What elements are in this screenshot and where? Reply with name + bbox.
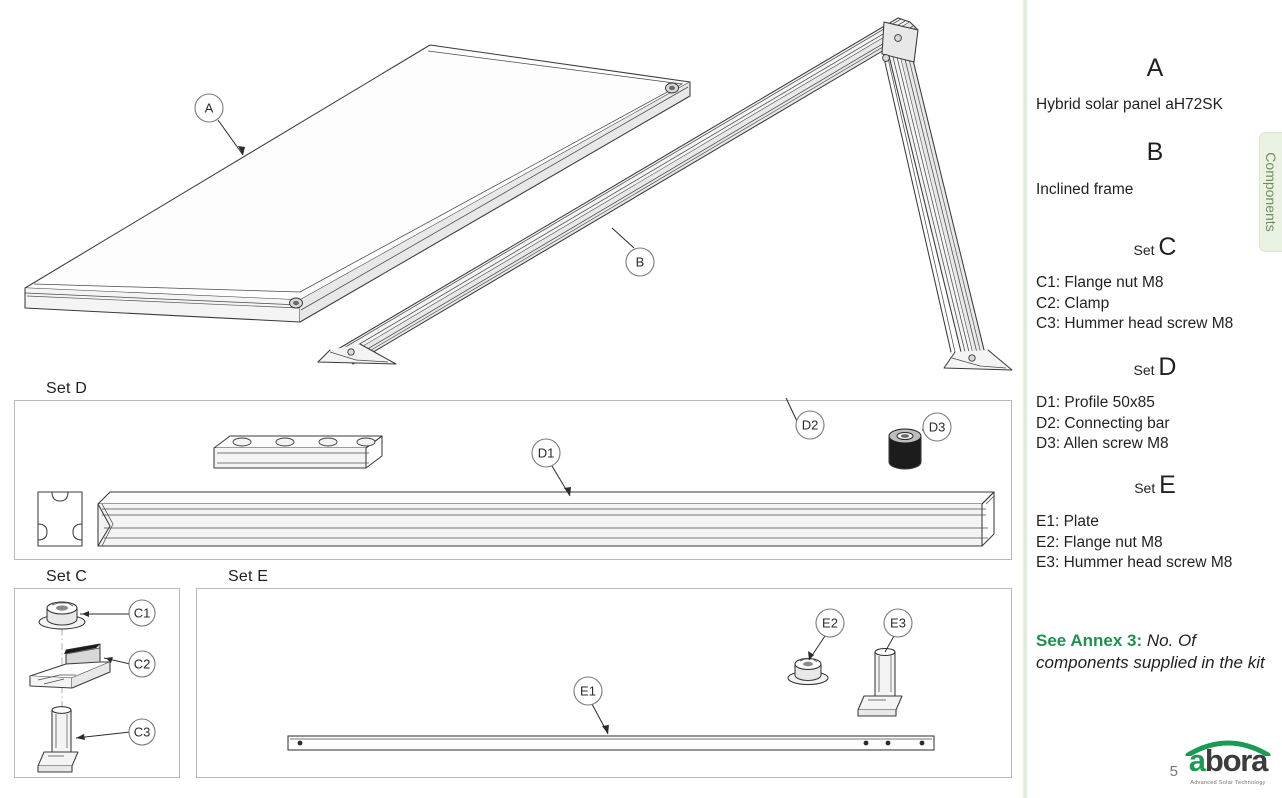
- abora-logo: abora Advanced Solar Technology: [1180, 736, 1276, 790]
- callout-d3: D3: [921, 412, 952, 442]
- callout-e3-text: E3: [890, 616, 906, 631]
- annex-note-rest: No. Of components supplied in the kit: [1036, 631, 1265, 672]
- legend-group-e-set-prefix: Set: [1134, 480, 1160, 496]
- connecting-bar-d2: [213, 435, 383, 469]
- annex-note: See Annex 3: No. Of components supplied …: [1036, 630, 1274, 674]
- legend-group-a-title: A: [1028, 56, 1282, 81]
- logo-word-rest: bora: [1204, 743, 1269, 778]
- legend-item: E2: Flange nut M8: [1036, 533, 1163, 551]
- callout-d3-text: D3: [929, 420, 946, 435]
- callout-d2-text: D2: [802, 418, 819, 433]
- page-number: 5: [1169, 763, 1178, 780]
- profile-d1: [97, 491, 995, 547]
- legend-group-d-letter: D: [1158, 353, 1177, 381]
- logo-tagline: Advanced Solar Technology: [1190, 780, 1266, 786]
- set-d-drawing: D1 D2 D3: [37, 397, 995, 547]
- callout-e1-text: E1: [580, 684, 596, 699]
- set-c-drawing: C1 C2 C3: [29, 599, 156, 773]
- callout-a-text: A: [205, 101, 214, 116]
- callout-c3-text: C3: [134, 725, 151, 740]
- legend-group-e-title: Set E: [1028, 473, 1282, 498]
- legend-item: D3: Allen screw M8: [1036, 435, 1169, 453]
- callout-b: B: [611, 227, 655, 277]
- callout-e3: E3: [883, 608, 913, 653]
- inclined-frame-b: [317, 17, 1013, 371]
- legend-group-c-title: Set C: [1028, 235, 1282, 260]
- legend-group-b-items: Inclined frame: [1036, 180, 1282, 201]
- callout-e2-text: E2: [822, 616, 838, 631]
- set-e-drawing: E1 E2 E3: [287, 608, 935, 751]
- callout-c2-text: C2: [134, 657, 151, 672]
- set-e-label: Set E: [228, 568, 269, 585]
- callout-c3: C3: [75, 718, 156, 746]
- plate-e1: [287, 735, 935, 751]
- drawing-region: A: [14, 17, 1013, 778]
- callout-a: A: [194, 93, 245, 156]
- legend-item: D1: Profile 50x85: [1036, 394, 1155, 411]
- callout-d2: D2: [785, 397, 825, 440]
- callout-c1-text: C1: [134, 606, 151, 621]
- hammer-head-screw-c3: [37, 706, 79, 773]
- legend-item: Hybrid solar panel aH72SK: [1036, 96, 1223, 113]
- legend-group-d-items: D1: Profile 50x85 D2: Connecting bar D3:…: [1036, 393, 1282, 455]
- set-d-label: Set D: [46, 380, 88, 397]
- legend-group-d-title: Set D: [1028, 355, 1282, 380]
- clamp-c2: [29, 643, 111, 689]
- flange-nut-e2: [787, 658, 829, 685]
- main-assembly-drawing: A: [24, 17, 1013, 371]
- profile-cross-section: [37, 491, 83, 547]
- legend-item: D2: Connecting bar: [1036, 414, 1170, 432]
- legend-group-b-letter: B: [1146, 138, 1164, 166]
- legend-item: C3: Hummer head screw M8: [1036, 315, 1234, 333]
- legend-sidebar: A Hybrid solar panel aH72SK B Inclined f…: [1028, 0, 1282, 798]
- legend-group-c-set-prefix: Set: [1133, 242, 1159, 258]
- callout-c1: C1: [80, 599, 156, 627]
- legend-item: C1: Flange nut M8: [1036, 274, 1164, 291]
- callout-b-text: B: [636, 255, 645, 270]
- logo-wordmark: abora: [1180, 745, 1276, 776]
- legend-group-c-letter: C: [1158, 233, 1177, 261]
- legend-item: E3: Hummer head screw M8: [1036, 554, 1233, 572]
- hammer-head-screw-e3: [857, 648, 903, 717]
- legend-group-e-letter: E: [1159, 471, 1176, 499]
- components-side-tab[interactable]: Components: [1259, 132, 1282, 252]
- legend-item: Inclined frame: [1036, 181, 1134, 198]
- solar-panel-a: [24, 44, 691, 323]
- legend-group-a-items: Hybrid solar panel aH72SK: [1036, 95, 1282, 116]
- legend-item: E1: Plate: [1036, 513, 1099, 530]
- legend-item: C2: Clamp: [1036, 294, 1110, 312]
- logo-arc-icon: [1185, 740, 1271, 756]
- legend-group-b-title: B: [1028, 140, 1282, 165]
- annex-note-lead: See Annex 3:: [1036, 631, 1143, 650]
- logo-word-first: a: [1188, 743, 1206, 778]
- legend-group-a-letter: A: [1146, 54, 1164, 82]
- callout-d1-text: D1: [538, 446, 555, 461]
- set-c-label: Set C: [46, 568, 88, 585]
- callout-e2: E2: [808, 608, 845, 661]
- callout-d1: D1: [531, 438, 571, 497]
- flange-nut-c1: [38, 601, 86, 630]
- callout-c2: C2: [103, 650, 156, 678]
- allen-screw-d3: [888, 428, 922, 470]
- legend-group-d-set-prefix: Set: [1133, 362, 1159, 378]
- legend-group-e-items: E1: Plate E2: Flange nut M8 E3: Hummer h…: [1036, 512, 1282, 574]
- callout-e1: E1: [573, 676, 609, 735]
- vertical-divider: [1022, 0, 1028, 798]
- legend-group-c-items: C1: Flange nut M8 C2: Clamp C3: Hummer h…: [1036, 273, 1282, 335]
